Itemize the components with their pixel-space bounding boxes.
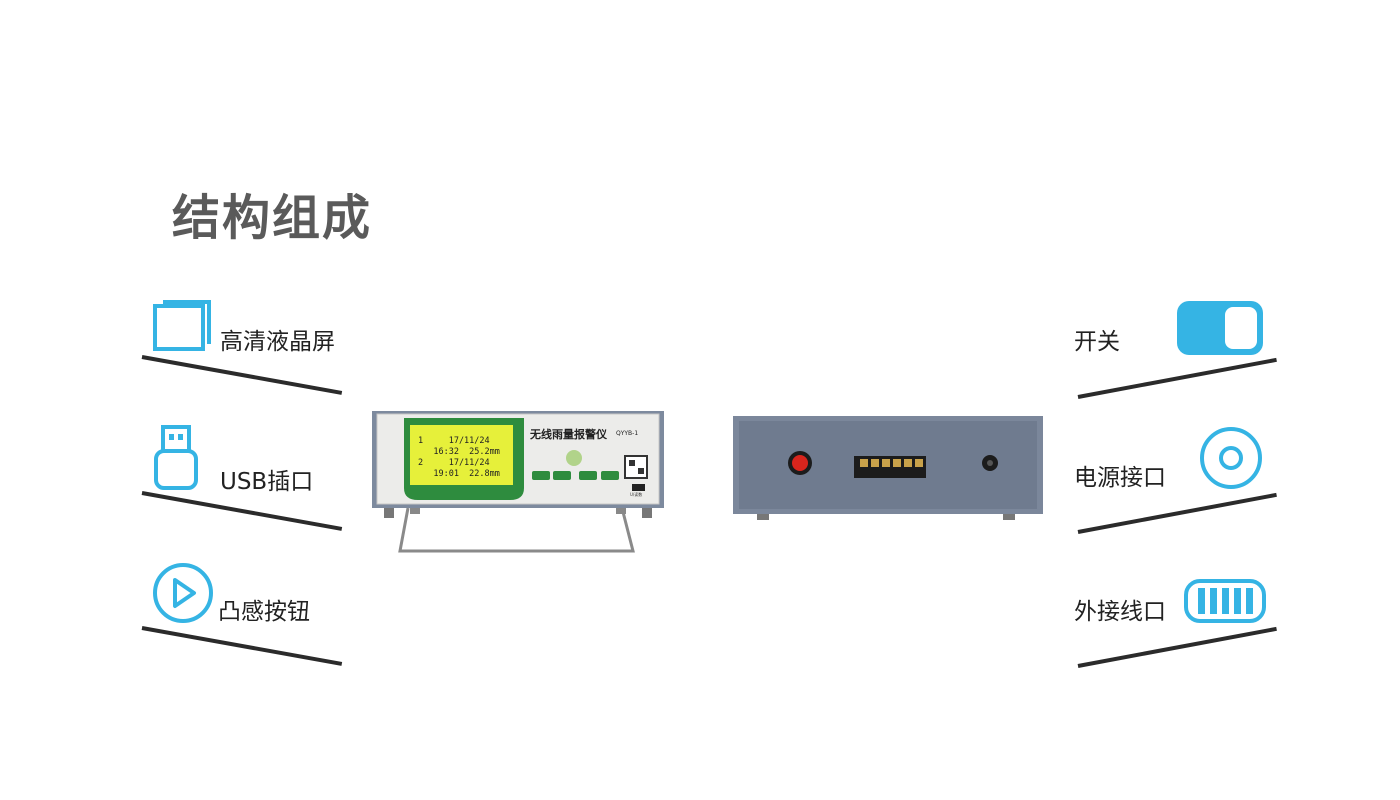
device-back-image xyxy=(731,414,1045,522)
device-name-label: 无线雨量报警仪 xyxy=(530,428,607,441)
feature-label-power: 电源接口 xyxy=(1074,465,1166,491)
divider-line xyxy=(141,491,343,531)
feature-label-button: 凸感按钮 xyxy=(218,599,310,625)
lcd-line-4: 19:01 22.8mm xyxy=(418,469,500,479)
lcd-line-2: 16:32 25.2mm xyxy=(418,447,500,457)
play-button-icon xyxy=(152,562,218,624)
lcd-line-1: 1 17/11/24 xyxy=(418,436,490,446)
toggle-switch-icon xyxy=(1175,299,1265,357)
divider-line xyxy=(1077,492,1277,534)
device-model-label: QYYB-1 xyxy=(616,430,639,437)
screen-icon xyxy=(153,300,213,352)
device-front-image: 1 17/11/24 16:32 25.2mm 2 17/11/24 19:01… xyxy=(370,408,666,558)
power-port-icon xyxy=(1198,426,1266,492)
lcd-line-3: 2 17/11/24 xyxy=(418,458,490,468)
feature-label-usb: USB插口 xyxy=(220,469,314,495)
divider-line xyxy=(141,626,343,666)
usb-icon xyxy=(153,425,199,491)
usb-port-label: U/读数 xyxy=(630,492,643,497)
divider-line xyxy=(141,355,343,395)
divider-line xyxy=(1077,626,1277,668)
terminal-block-icon xyxy=(1183,578,1267,624)
divider-line xyxy=(1077,357,1277,399)
feature-label-switch: 开关 xyxy=(1074,329,1120,355)
feature-label-terminal: 外接线口 xyxy=(1074,599,1166,625)
feature-label-screen: 高清液晶屏 xyxy=(220,329,335,355)
page-title: 结构组成 xyxy=(172,190,373,246)
